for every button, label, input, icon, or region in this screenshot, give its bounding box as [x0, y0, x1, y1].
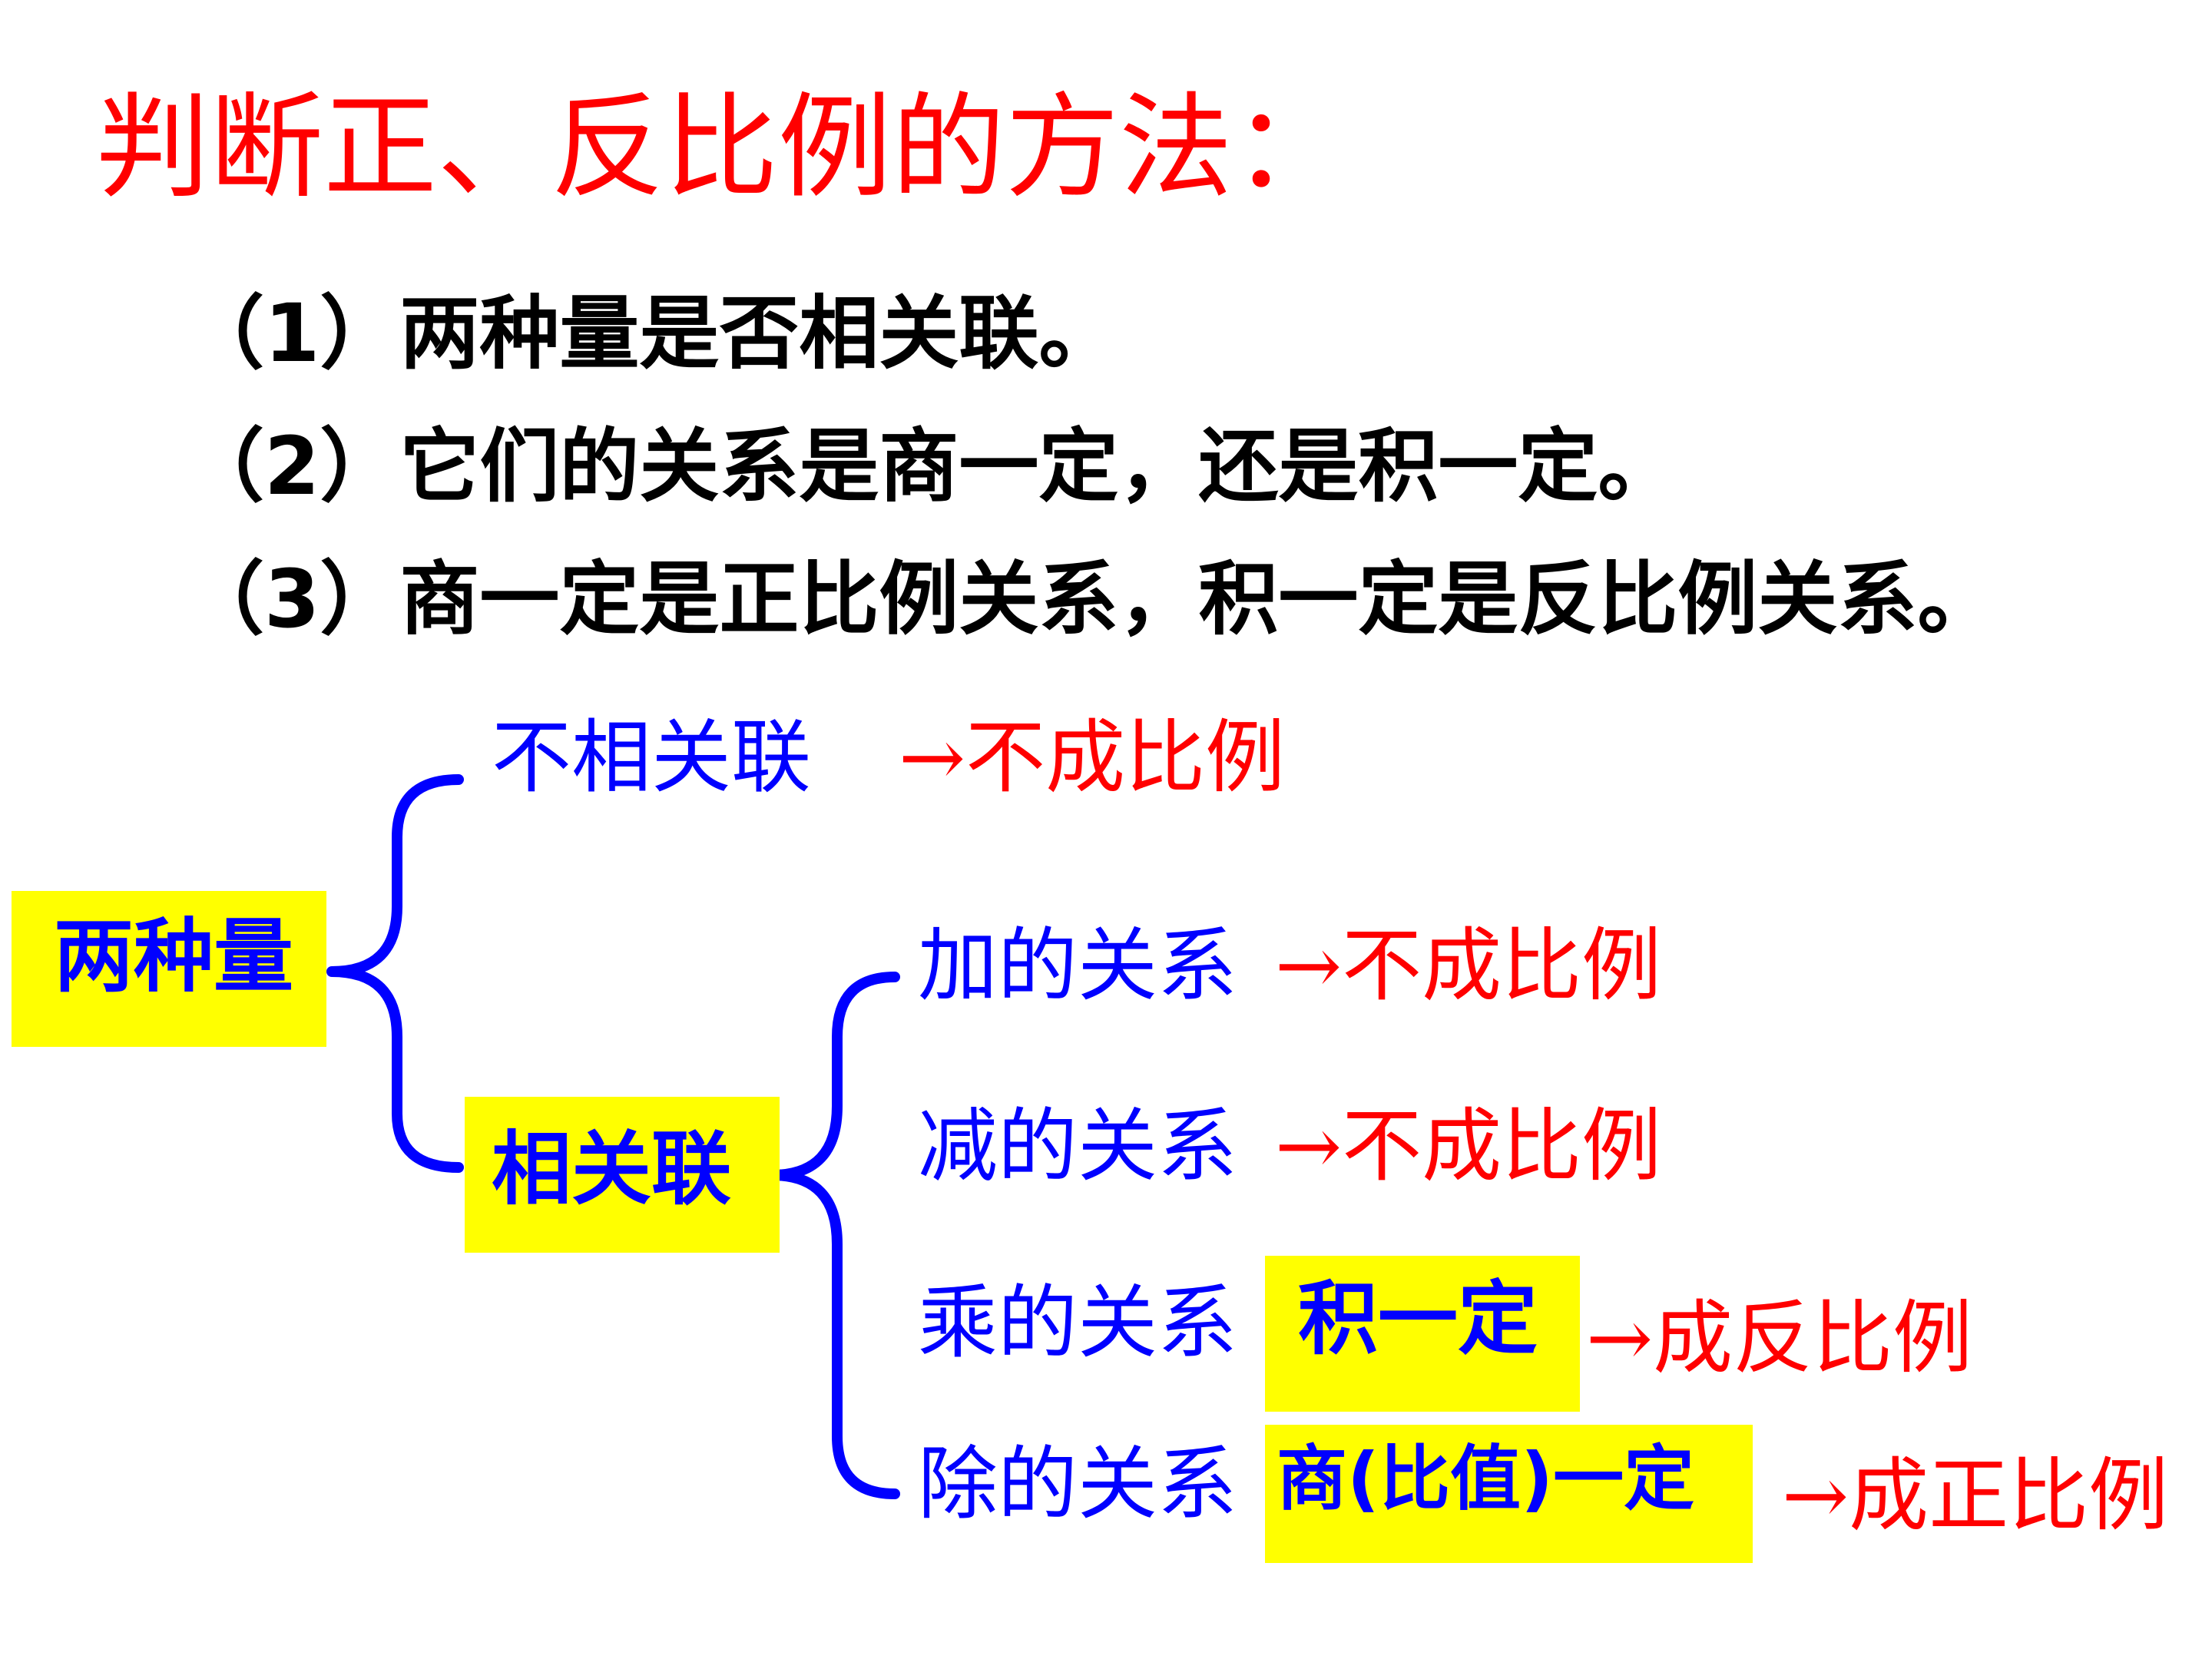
rule-2: （2）它们的关系是商一定，还是积一定。: [184, 419, 1678, 513]
related-label: 相关联: [492, 1122, 732, 1216]
div-relation-label: 除的关系: [918, 1437, 1238, 1531]
sub-relation-label: 减的关系: [918, 1099, 1238, 1193]
quotient-constant-box: [1265, 1425, 1753, 1563]
rule-3: （3）商一定是正比例关系，积一定是反比例关系。: [184, 552, 1998, 646]
root-box: [12, 891, 326, 1047]
not-related-label: 不相关联: [492, 710, 812, 804]
add-relation-result: →不成比例: [1275, 919, 1662, 1012]
brace-root: [326, 774, 464, 1173]
mul-relation-label: 乘的关系: [918, 1276, 1238, 1369]
mul-relation-result: →成反比例: [1586, 1291, 1973, 1385]
sub-relation-result: →不成比例: [1275, 1099, 1662, 1193]
brace-related: [767, 972, 900, 1499]
not-related-result: →不成比例: [899, 710, 1286, 804]
product-constant-box: [1265, 1256, 1580, 1412]
div-condition: 商(比值)一定: [1277, 1438, 1695, 1520]
root-label: 两种量: [54, 909, 294, 1003]
add-relation-label: 加的关系: [918, 919, 1238, 1012]
page-title: 判断正、反比例的方法：: [96, 81, 1346, 214]
related-box: [465, 1097, 780, 1253]
div-relation-result: →成正比例: [1782, 1449, 2169, 1542]
mul-condition: 积一定: [1298, 1272, 1538, 1366]
rule-1: （1）两种量是否相关联。: [184, 286, 1119, 380]
